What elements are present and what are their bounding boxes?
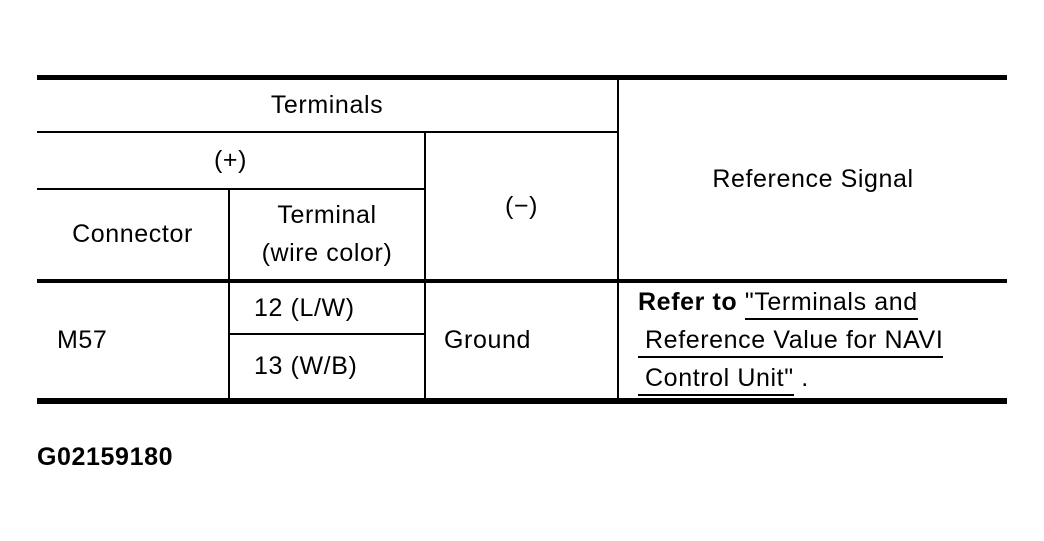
refer-to-label: Refer to bbox=[638, 288, 745, 316]
terminals-header: Terminals bbox=[37, 77, 619, 133]
connector-value-cell: M57 bbox=[37, 280, 229, 401]
reference-signal-header: Reference Signal bbox=[617, 77, 1008, 283]
ground-cell: Ground bbox=[423, 280, 619, 401]
terminal-13-cell: 13 (W/B) bbox=[228, 333, 425, 401]
reference-link-line1[interactable]: "Terminals and bbox=[744, 288, 918, 320]
table-row-terminal-12: M57 12 (L/W) Ground Refer to "Terminals … bbox=[37, 280, 1008, 401]
terminal-header-line2: (wire color) bbox=[261, 239, 393, 267]
figure-id: G02159180 bbox=[37, 443, 174, 471]
minus-header: (−) bbox=[423, 131, 619, 283]
reference-link-line2[interactable]: Reference Value for NAVI bbox=[638, 326, 944, 358]
terminal-12-cell: 12 (L/W) bbox=[228, 280, 425, 335]
table-row-column-header: Connector Terminal (wire color) bbox=[37, 188, 1007, 283]
reference-sentence-period: . bbox=[793, 364, 809, 392]
table-row-terminals-header: Terminals Reference Signal bbox=[37, 77, 1008, 283]
terminal-wire-color-header: Terminal (wire color) bbox=[228, 188, 425, 283]
table-row-polarity-header: (+) (−) bbox=[37, 131, 1007, 283]
reference-link-line3[interactable]: Control Unit" bbox=[638, 364, 794, 396]
plus-header: (+) bbox=[37, 131, 425, 190]
connector-header: Connector bbox=[37, 188, 229, 283]
table-row-terminal-13: 13 (W/B) bbox=[37, 333, 1007, 401]
terminals-reference-table: Terminals Reference Signal (+) (−) Conne… bbox=[37, 75, 1008, 404]
terminal-header-line1: Terminal bbox=[277, 201, 377, 229]
